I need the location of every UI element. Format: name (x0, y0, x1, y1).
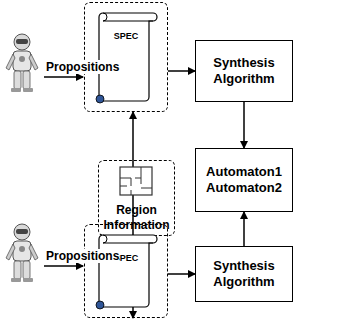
spec-scroll: SPEC (93, 9, 159, 105)
node-label: Region Information (102, 203, 171, 232)
flow-arrow (132, 112, 134, 160)
robot-icon (6, 224, 38, 282)
floor-plan-icon (119, 166, 153, 196)
dashed-group: SPEC (84, 2, 168, 112)
flow-arrow (243, 212, 245, 246)
spec-label: SPEC (114, 31, 139, 42)
node-label: Synthesis Algorithm (202, 55, 286, 86)
proposition-arrow (44, 265, 83, 267)
arrow-label: Propositions (46, 249, 119, 263)
process-box: Synthesis Algorithm (195, 246, 293, 302)
proposition-arrow (44, 76, 83, 78)
flow-arrow (168, 273, 195, 275)
process-box: Synthesis Algorithm (195, 40, 293, 102)
node-label: Synthesis Algorithm (202, 258, 286, 289)
dashed-group: SPEC (84, 224, 168, 318)
flow-arrow (168, 70, 195, 72)
spec-scroll: SPEC (93, 231, 159, 311)
flow-arrow (243, 102, 245, 148)
node-label: Automaton1 Automaton2 (202, 164, 286, 195)
scroll-outline (93, 231, 159, 311)
process-box: Automaton1 Automaton2 (195, 148, 293, 212)
scroll-outline (93, 9, 159, 105)
arrow-label: Propositions (46, 60, 119, 74)
robot-icon (6, 34, 38, 92)
